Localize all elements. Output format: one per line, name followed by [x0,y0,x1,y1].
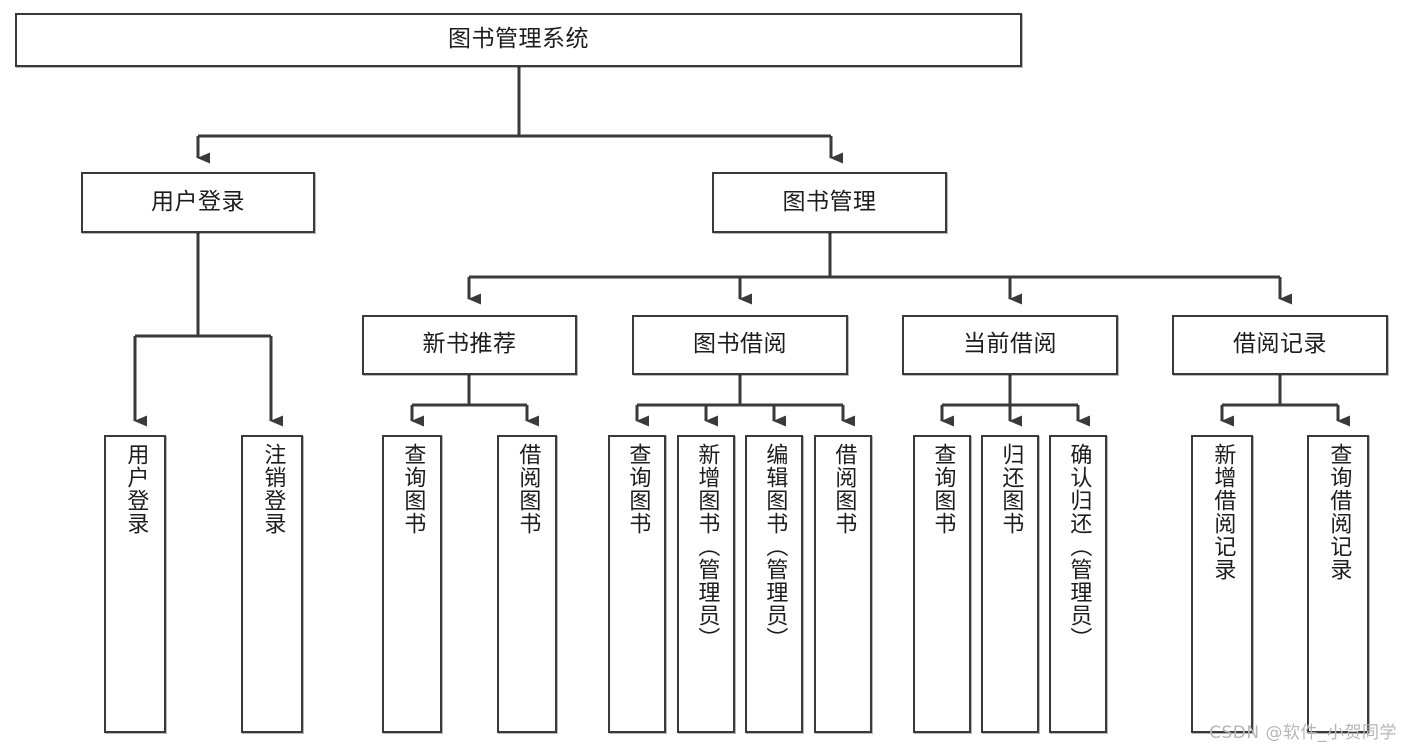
node-leaf-borrow-book-2-label: 借阅图书 [831,443,857,535]
node-leaf-confirm-return[interactable]: 确认归还（管理员） [1049,435,1107,733]
node-leaf-query-book-2-label: 查询图书 [625,443,651,535]
watermark-text: CSDN @软件_小贺同学 [1209,723,1397,743]
node-leaf-add-book-label: 新增图书（管理员） [694,443,720,650]
node-leaf-user-login-label: 用户登录 [123,443,149,535]
node-current-borrow[interactable]: 当前借阅 [902,315,1118,375]
node-leaf-user-logout[interactable]: 注销登录 [241,435,303,733]
node-book-borrow[interactable]: 图书借阅 [632,315,848,375]
node-leaf-user-logout-label: 注销登录 [260,443,286,535]
node-borrow-record[interactable]: 借阅记录 [1172,315,1388,375]
node-book-management[interactable]: 图书管理 [712,172,947,233]
node-leaf-borrow-book-1[interactable]: 借阅图书 [497,435,557,733]
node-leaf-query-record-label: 查询借阅记录 [1326,443,1352,581]
node-root-label: 图书管理系统 [448,26,589,53]
node-leaf-return-book-label: 归还图书 [998,443,1024,535]
node-borrow-record-label: 借阅记录 [1233,331,1327,358]
node-leaf-query-book-3[interactable]: 查询图书 [913,435,971,733]
node-leaf-query-book-1-label: 查询图书 [400,443,426,535]
node-leaf-borrow-book-2[interactable]: 借阅图书 [814,435,872,733]
node-leaf-query-record[interactable]: 查询借阅记录 [1307,435,1369,733]
node-leaf-user-login[interactable]: 用户登录 [104,435,166,733]
node-leaf-query-book-3-label: 查询图书 [930,443,956,535]
node-leaf-edit-book[interactable]: 编辑图书（管理员） [745,435,803,733]
node-leaf-add-book[interactable]: 新增图书（管理员） [677,435,735,733]
node-leaf-query-book-1[interactable]: 查询图书 [382,435,442,733]
node-leaf-confirm-return-label: 确认归还（管理员） [1066,443,1092,650]
node-book-management-label: 图书管理 [782,188,877,215]
node-book-borrow-label: 图书借阅 [693,331,787,358]
node-new-book-recommend-label: 新书推荐 [422,331,517,358]
node-leaf-edit-book-label: 编辑图书（管理员） [762,443,788,650]
node-leaf-add-record[interactable]: 新增借阅记录 [1191,435,1253,733]
node-user-login-label: 用户登录 [151,188,245,215]
node-root[interactable]: 图书管理系统 [15,13,1022,67]
node-leaf-add-record-label: 新增借阅记录 [1210,443,1236,581]
node-current-borrow-label: 当前借阅 [963,331,1057,358]
node-new-book-recommend[interactable]: 新书推荐 [362,315,577,375]
node-leaf-borrow-book-1-label: 借阅图书 [515,443,541,535]
node-user-login[interactable]: 用户登录 [81,172,315,233]
node-leaf-query-book-2[interactable]: 查询图书 [608,435,666,733]
node-leaf-return-book[interactable]: 归还图书 [981,435,1039,733]
